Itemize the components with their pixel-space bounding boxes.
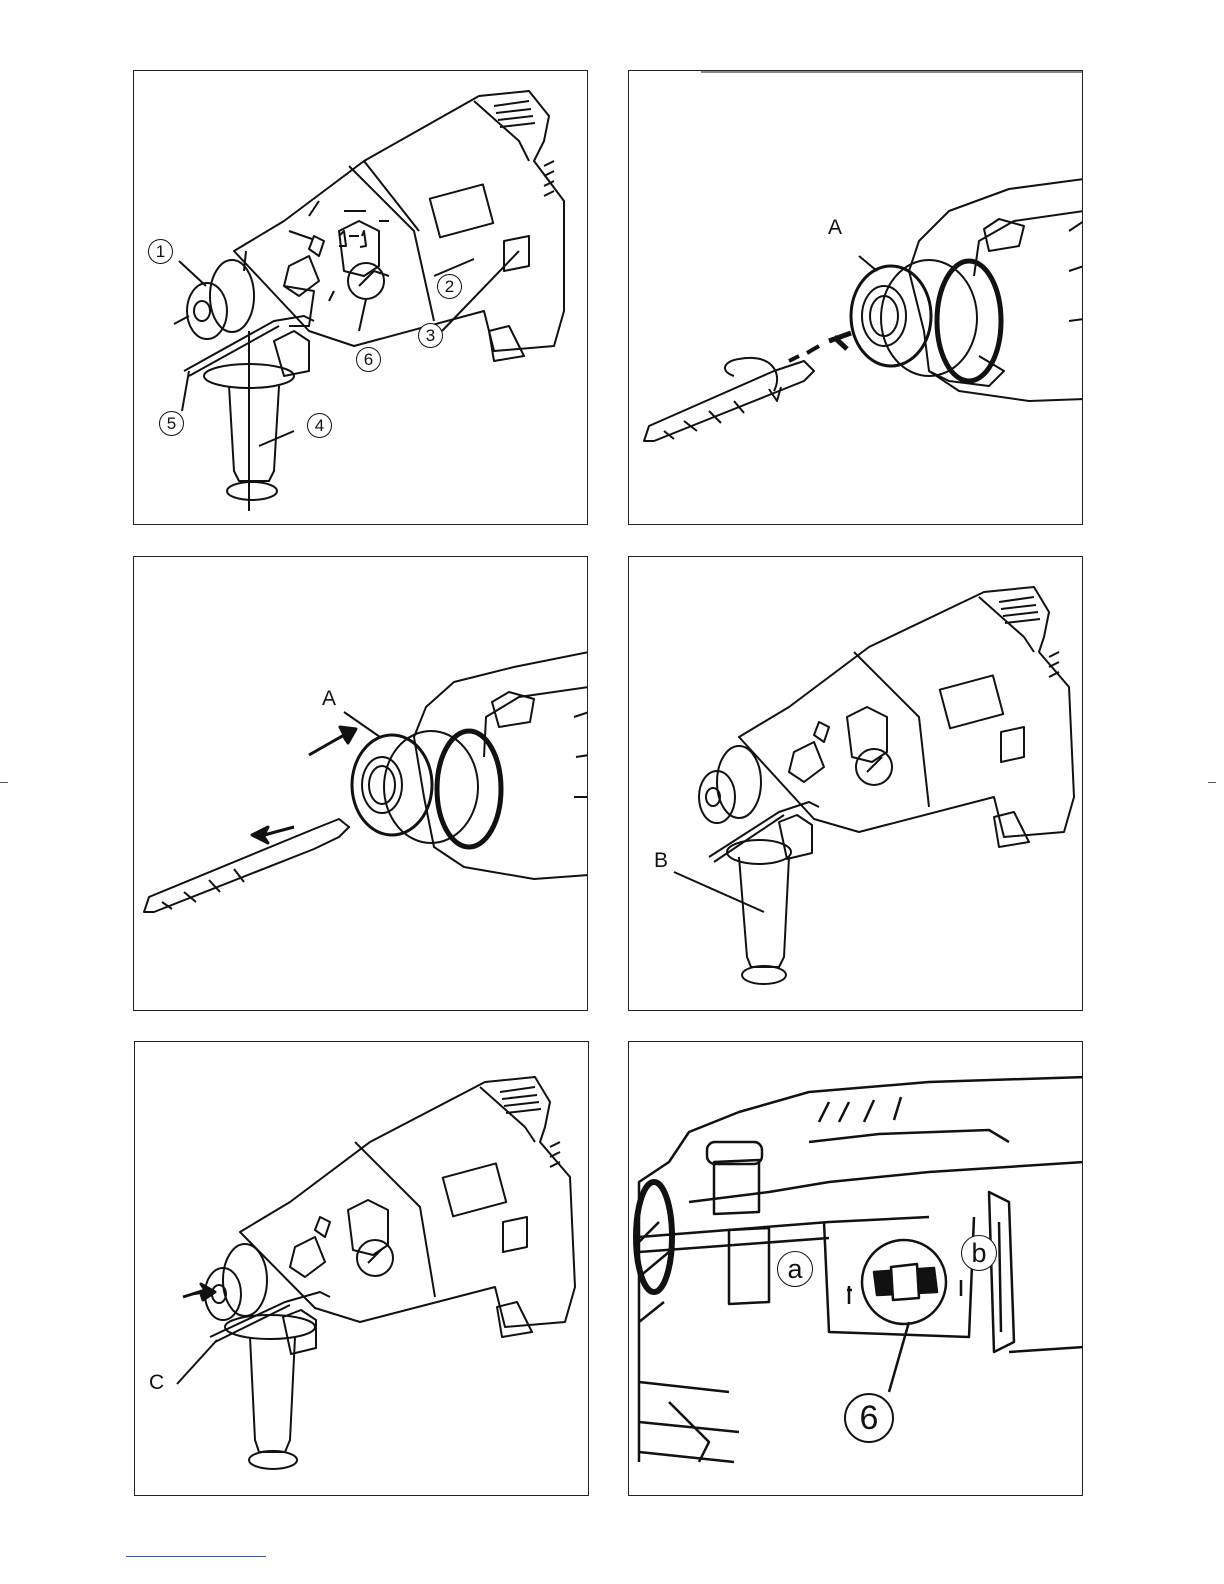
part-label-5: 5	[159, 411, 184, 436]
depth-stop-illustration	[135, 1042, 589, 1496]
auxiliary-handle-illustration	[629, 557, 1083, 1011]
part-label-6-large: 6	[844, 1393, 894, 1443]
part-label-6: 6	[356, 347, 381, 372]
callout-label-a: A	[828, 217, 842, 238]
crop-mark-left	[0, 782, 8, 783]
footer-link-underline	[126, 1556, 266, 1557]
callout-label-b-small: b	[961, 1235, 997, 1271]
rotary-hammer-overview-illustration	[134, 71, 588, 525]
part-label-3: 3	[418, 323, 443, 348]
figure-panel-3: A	[133, 556, 588, 1011]
figure-panel-5: C	[134, 1041, 589, 1496]
part-label-1: 1	[148, 239, 173, 264]
bit-removal-illustration	[134, 557, 588, 1011]
figure-panel-6: a b 6	[628, 1041, 1083, 1496]
figure-panel-2: A	[628, 70, 1083, 525]
callout-label-c: C	[149, 1372, 164, 1393]
part-label-2: 2	[437, 274, 462, 299]
figure-panel-4: B	[628, 556, 1083, 1011]
crop-mark-right	[1208, 782, 1216, 783]
callout-label-a: A	[322, 688, 336, 709]
callout-label-b: B	[654, 850, 668, 871]
part-label-4: 4	[307, 413, 332, 438]
bit-insertion-illustration	[629, 71, 1083, 525]
figure-panel-1: 1 2 3 4 5 6	[133, 70, 588, 525]
callout-label-a-small: a	[777, 1251, 813, 1287]
